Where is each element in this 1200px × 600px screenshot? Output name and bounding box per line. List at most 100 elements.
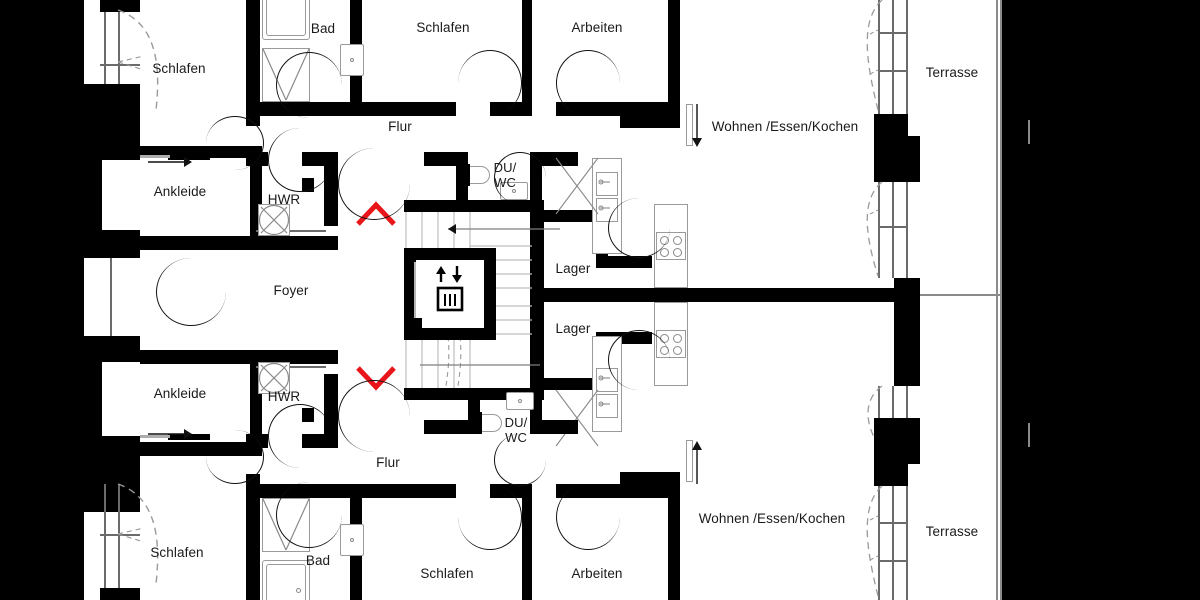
wall-horiz-flur-lower-top-c (424, 420, 468, 434)
room-label-flur-l: Flur (376, 455, 400, 470)
wall-lager-upper-bottom (596, 256, 652, 268)
room-label-arbeiten-l: Arbeiten (571, 566, 623, 581)
glazing-upper-b (892, 0, 894, 114)
wardrobe-mark-lower (555, 389, 599, 447)
wall-horiz-flur-upper-bottom-d (530, 152, 578, 166)
core-top-wall (404, 200, 544, 212)
toilet-lower-cistern (478, 412, 482, 434)
wall-vert-arbeiten-lower-right (668, 484, 680, 600)
room-label-lager-l: Lager (555, 321, 591, 336)
room-label-arbeiten-u: Arbeiten (571, 20, 623, 35)
elevator-shaft-notch (404, 318, 422, 340)
wall-horiz-ankleide-upper-bottom (140, 236, 262, 250)
door-swing-schlafen-lower-c (458, 484, 522, 550)
door-swing-foyer-hwr-upper (338, 148, 410, 220)
door-swing-flur-bad-lower (276, 482, 342, 548)
core-wall-right-main (530, 210, 544, 390)
room-label-wohnen-u: Wohnen /Essen/Kochen (711, 119, 859, 134)
sink-duwc-lower-drain (518, 399, 522, 403)
sliding-door-track-upper (168, 154, 210, 160)
washing-machine-upper-cross (258, 204, 290, 236)
toilet-upper (468, 166, 490, 184)
glass-partition-upper (686, 104, 693, 146)
wall-horiz-flur-upper-e (620, 116, 680, 128)
elevator-icon (436, 266, 464, 312)
sliding-door-arrow-lower (148, 429, 192, 439)
facade-post-upper-outline (1028, 120, 1030, 144)
sink-duwc-lower (506, 392, 534, 410)
terrace-door-swing-bottom (866, 485, 883, 597)
room-label-schlafen-ll: Schlafen (150, 545, 204, 560)
washbasin-upper-drain (350, 58, 354, 62)
glazing-mid-a (878, 182, 880, 278)
room-label-schlafen-lc: Schlafen (420, 566, 474, 581)
door-swing-schlafen-lower-l (206, 430, 264, 484)
room-label-flur-u: Flur (388, 119, 412, 134)
facade-post-upper (1010, 122, 1030, 142)
room-label-bad-l: Bad (305, 553, 331, 568)
window-mullion-left-lower-a (104, 484, 106, 588)
room-label-duwc-l: DU/ WC (504, 415, 528, 445)
window-mullion-left-upper-b (118, 12, 120, 120)
glazing-bottom-b (892, 486, 894, 600)
burner-upper-4 (673, 248, 682, 257)
wall-vert-arbeiten-right (668, 0, 680, 116)
room-label-terrasse-u: Terrasse (925, 65, 979, 80)
washing-machine-lower-cross (258, 362, 290, 394)
exterior-wall-left-seg1 (84, 84, 140, 146)
sliding-door-leaf-lower (140, 435, 170, 438)
entry-door-swing-upper (117, 9, 159, 111)
facade-line-right-inner (1000, 0, 1002, 600)
room-label-schlafen-uc: Schlafen (416, 20, 470, 35)
terrace-door-swing-low (867, 385, 883, 445)
exterior-wall-left-seg3 (84, 146, 140, 160)
bathtub-upper-inner (266, 0, 306, 36)
door-swing-flur-bad-upper (276, 52, 342, 118)
door-swing-schlafen-upper-c (458, 50, 522, 116)
exterior-wall-left-upper (100, 0, 140, 12)
wall-vert-schlafen-arbeiten (522, 0, 532, 102)
washbasin-lower-drain (350, 538, 354, 542)
glazing-bottom-rail1 (878, 522, 908, 524)
exterior-wall-left-bottom (100, 588, 140, 600)
washbasin-lower (340, 524, 364, 556)
glazing-low-c (906, 386, 908, 446)
wall-vert-bad-lower-left (246, 498, 260, 600)
exterior-wall-left-seg8 (84, 450, 140, 512)
burner-upper-2 (673, 236, 682, 245)
glazing-mid-c (906, 182, 908, 278)
kitchen-sink-upper-top (596, 172, 618, 196)
glazing-low-a (878, 386, 880, 446)
facade-post-lower (1010, 425, 1030, 445)
glazing-mid-rail1 (878, 226, 908, 228)
glazing-low-b (892, 386, 894, 446)
wall-horiz-hwr-lower-top (250, 350, 338, 364)
wall-horiz-hwr-upper-bottom (250, 236, 338, 250)
door-swing-foyer-entry (156, 258, 226, 326)
entry-window-upper (86, 258, 112, 336)
room-label-hwr-l: HWR (267, 389, 301, 404)
room-label-hwr-u: HWR (267, 192, 301, 207)
wall-horiz-flur-upper-b (362, 102, 456, 116)
window-rail-left-upper (100, 64, 140, 66)
terrace-door-swing-upper (866, 0, 883, 111)
glazing-upper-c (906, 0, 908, 114)
facade-line-right-outer (996, 0, 998, 600)
room-label-ankleide-l: Ankleide (153, 386, 207, 401)
exterior-wall-left-seg7 (84, 436, 140, 450)
elevator-door-line (414, 262, 416, 318)
entry-door-swing-lower (117, 483, 159, 585)
door-swing-lager-lower (608, 330, 670, 390)
sliding-door-arrow-upper (148, 157, 192, 167)
terrace-divider-line (910, 294, 1002, 296)
glazing-mid-b (892, 182, 894, 278)
hwr-upper-shelf-line (256, 230, 326, 232)
door-swing-ankleide-upper (268, 128, 332, 192)
burner-upper-3 (660, 248, 669, 257)
glazing-upper-a (878, 0, 880, 114)
toilet-upper-cistern (466, 164, 470, 186)
sliding-door-leaf-upper (140, 155, 170, 158)
wall-vert-duwc-lower-left (468, 390, 480, 434)
kitchen-tap-lower (598, 375, 610, 407)
